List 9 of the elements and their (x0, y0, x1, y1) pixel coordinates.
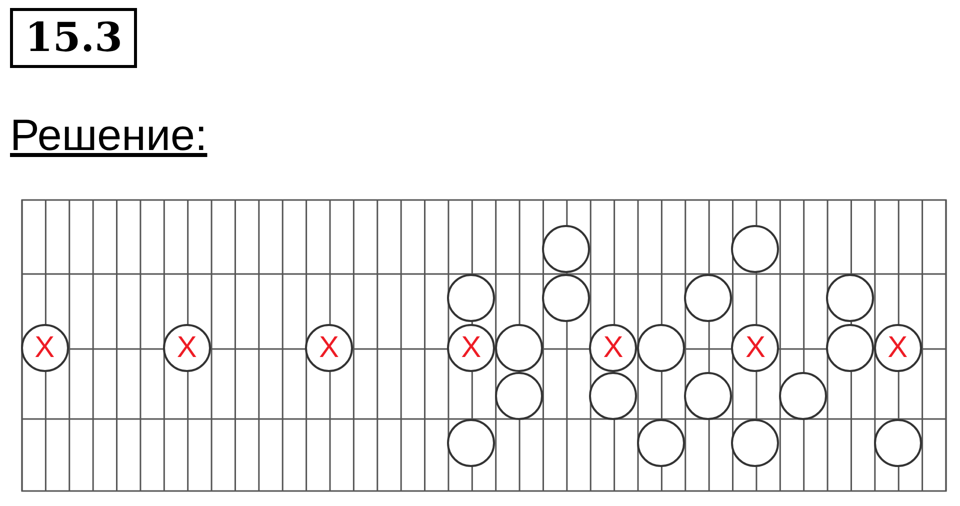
cross-mark: X (603, 333, 624, 363)
cross-mark: X (461, 333, 482, 363)
cross-mark: X (34, 333, 55, 363)
cross-mark: X (745, 333, 766, 363)
task-number: 15.3 (10, 8, 138, 68)
heading-label: Решение: (10, 110, 208, 162)
cross-mark: X (888, 333, 908, 363)
cross-mark: X (318, 333, 339, 363)
cross-mark: X (176, 333, 197, 363)
